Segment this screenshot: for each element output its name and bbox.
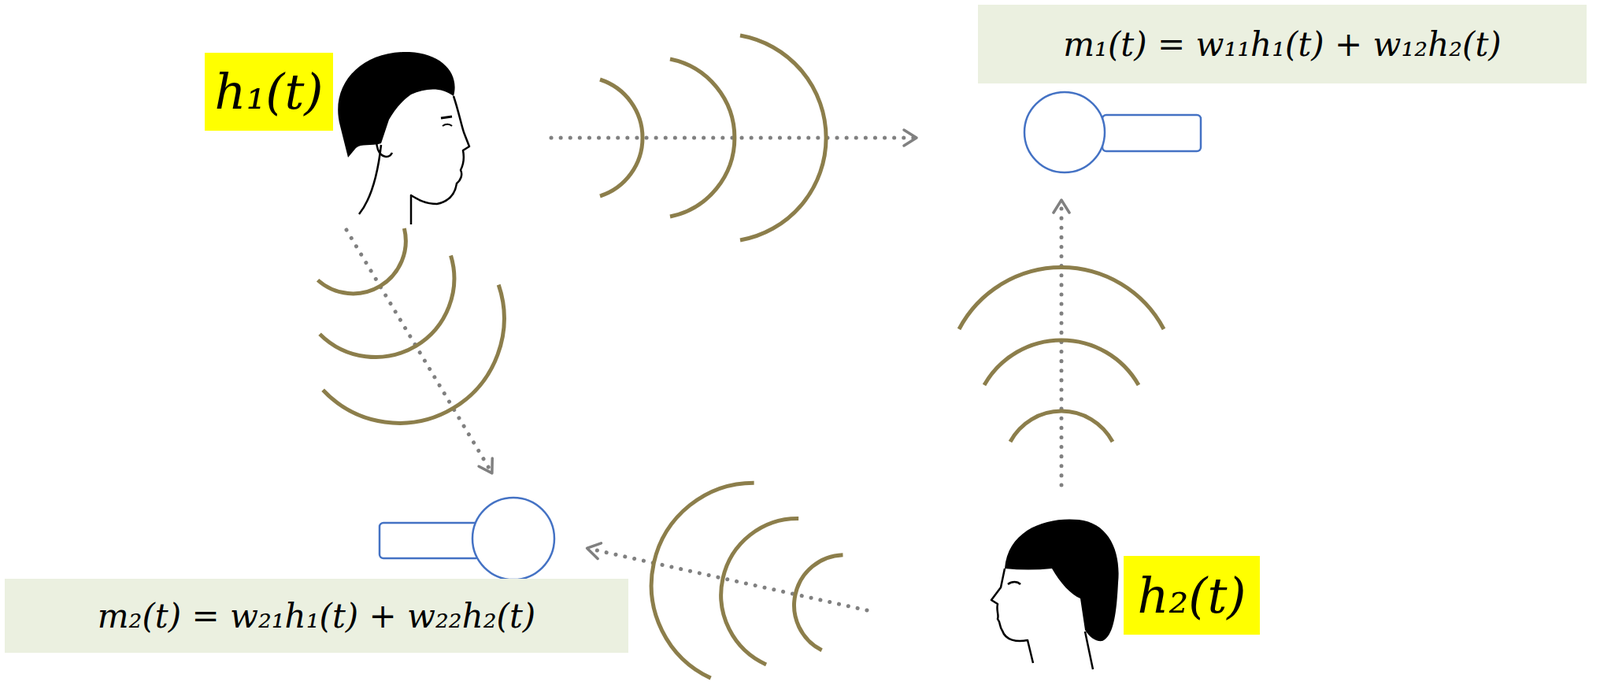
sound-wave (551, 35, 917, 241)
signal-name: h₁(t) (214, 62, 323, 121)
sound-wave (258, 177, 580, 526)
signal-name: h₂(t) (1137, 566, 1246, 625)
sound-wave (565, 450, 889, 689)
mixing-equation: m₂(t) = w₂₁h₁(t) + w₂₂h₂(t) (97, 596, 536, 636)
microphone (379, 497, 555, 580)
sound-wave (959, 200, 1164, 486)
equation-box: m₁(t) = w₁₁h₁(t) + w₁₂h₂(t) (977, 4, 1587, 84)
signal-label: h₂(t) (1123, 555, 1260, 635)
male-head (337, 51, 470, 225)
signal-label: h₁(t) (204, 52, 334, 131)
mixing-equation: m₁(t) = w₁₁h₁(t) + w₁₂h₂(t) (1062, 25, 1501, 64)
female-head (991, 518, 1119, 670)
microphone (1024, 92, 1201, 173)
equation-box: m₂(t) = w₂₁h₁(t) + w₂₂h₂(t) (4, 578, 629, 653)
